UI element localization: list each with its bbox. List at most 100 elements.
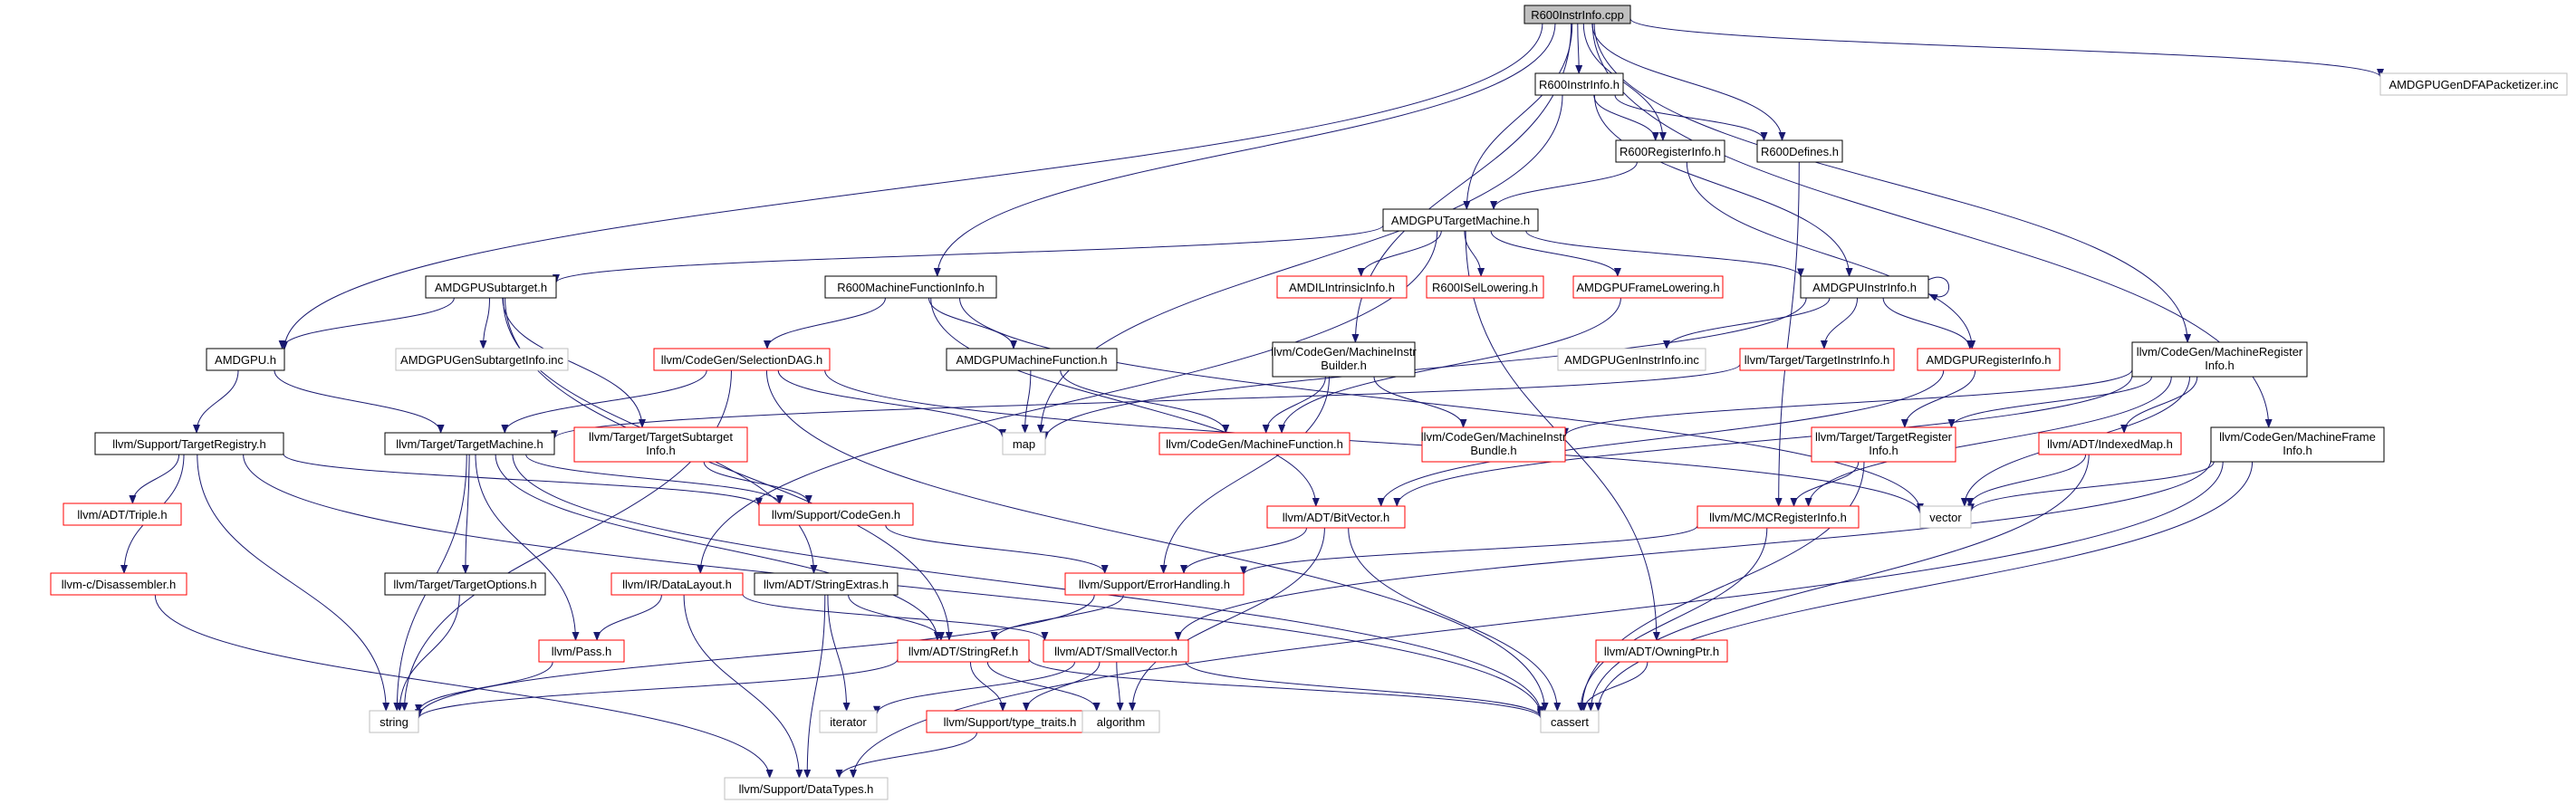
- node-amdgpuregisterinfo-h[interactable]: AMDGPURegisterInfo.h: [1917, 348, 2061, 371]
- node-label: cassert: [1551, 715, 1589, 729]
- node-label: llvm/Support/TargetRegistry.h: [112, 437, 266, 451]
- edge-datalayout_h-to-pass_h: [593, 594, 662, 641]
- edge-targetregistry_h-to-codegen_h: [283, 454, 763, 507]
- edge-amdgpusubtarget_h-to-targetsubtargetinfo_h: [502, 297, 646, 428]
- node-label: R600RegisterInfo.h: [1620, 145, 1721, 158]
- node-box: [1917, 348, 2061, 371]
- node-r600registerinfo-h[interactable]: R600RegisterInfo.h: [1615, 139, 1725, 163]
- node-targetregistry-h[interactable]: llvm/Support/TargetRegistry.h: [94, 432, 284, 455]
- node-box: [1382, 208, 1539, 232]
- node-amdgputargetmachine-h[interactable]: AMDGPUTargetMachine.h: [1382, 208, 1539, 232]
- node-label: llvm/IR/DataLayout.h: [622, 578, 732, 591]
- edge-targetmachine_h-to-pass_h: [475, 454, 580, 641]
- node-label: llvm/Support/type_traits.h: [944, 715, 1077, 729]
- edge-root-to-amdgpugendfa: [1629, 18, 2384, 78]
- edge-errorhandling_h-to-stringref_h: [990, 594, 1124, 641]
- node-amdgpugeninstrinfo[interactable]: AMDGPUGenInstrInfo.inc: [1557, 348, 1706, 371]
- node-box: [384, 572, 546, 596]
- edge-amdgpusubtarget_h-to-amdgpu_h: [278, 297, 455, 349]
- node-disassembler-h[interactable]: llvm-c/Disassembler.h: [50, 572, 187, 596]
- node-cassert[interactable]: cassert: [1540, 710, 1600, 733]
- node-bitvector-h[interactable]: llvm/ADT/BitVector.h: [1266, 505, 1406, 529]
- node-type-traits-h[interactable]: llvm/Support/type_traits.h: [926, 710, 1094, 733]
- node-smallvector-h[interactable]: llvm/ADT/SmallVector.h: [1043, 639, 1189, 663]
- node-amdilintrinsicinfo-h[interactable]: AMDILIntrinsicInfo.h: [1276, 275, 1408, 299]
- node-label: AMDGPUGenDFAPacketizer.inc: [2389, 78, 2559, 91]
- node-amdgpugensubtargetinfo[interactable]: AMDGPUGenSubtargetInfo.inc: [395, 348, 569, 371]
- node-r600defines-h[interactable]: R600Defines.h: [1756, 139, 1843, 163]
- node-root[interactable]: R600InstrInfo.cpp: [1523, 5, 1631, 24]
- node-box: [758, 502, 914, 526]
- node-r600machinefunctioninfo-h[interactable]: R600MachineFunctionInfo.h: [824, 275, 997, 299]
- node-iterator[interactable]: iterator: [819, 710, 878, 733]
- edge-amdgpuinstrinfo_h-to-map: [1042, 297, 1807, 441]
- node-pass-h[interactable]: llvm/Pass.h: [538, 639, 625, 663]
- node-string[interactable]: string: [369, 710, 419, 733]
- node-label: iterator: [830, 715, 867, 729]
- node-machinefunction-h[interactable]: llvm/CodeGen/MachineFunction.h: [1158, 432, 1350, 455]
- edge-r600defines_h-to-mcregisterinfo_h: [1774, 161, 1800, 507]
- node-label: llvm/MC/MCRegisterInfo.h: [1709, 511, 1847, 524]
- edge-amdgputargetmachine_h-to-r600isellowering_h: [1464, 230, 1485, 277]
- edge-amdgpusubtarget_h-to-amdgpugensubtargetinfo: [479, 297, 490, 349]
- node-datalayout-h[interactable]: llvm/IR/DataLayout.h: [610, 572, 744, 596]
- node-amdgpusubtarget-h[interactable]: AMDGPUSubtarget.h: [425, 275, 557, 299]
- node-label: string: [380, 715, 409, 729]
- node-indexedmap-h[interactable]: llvm/ADT/IndexedMap.h: [2038, 432, 2182, 455]
- edge-targetmachine_h-to-codegen_h: [525, 454, 783, 504]
- node-box: [1615, 139, 1725, 163]
- node-box: [1064, 572, 1245, 596]
- node-algorithm[interactable]: algorithm: [1081, 710, 1160, 733]
- node-stringref-h[interactable]: llvm/ADT/StringRef.h: [897, 639, 1030, 663]
- node-map[interactable]: map: [1002, 432, 1046, 455]
- node-stringextras-h[interactable]: llvm/ADT/StringExtras.h: [754, 572, 899, 596]
- node-mcregisterinfo-h[interactable]: llvm/MC/MCRegisterInfo.h: [1697, 505, 1860, 529]
- node-targetinstrinfo-h[interactable]: llvm/Target/TargetInstrInfo.h: [1739, 348, 1895, 371]
- edge-amdgpumachinefunction_h-to-map: [1021, 369, 1032, 434]
- node-triple-h[interactable]: llvm/ADT/Triple.h: [62, 502, 182, 526]
- node-amdgpuframelowering-h[interactable]: AMDGPUFrameLowering.h: [1572, 275, 1724, 299]
- node-box: [62, 502, 182, 526]
- node-vector[interactable]: vector: [1919, 505, 1972, 529]
- node-label: llvm/Support/CodeGen.h: [772, 508, 900, 522]
- node-targetoptions-h[interactable]: llvm/Target/TargetOptions.h: [384, 572, 546, 596]
- edge-r600registerinfo_h-to-amdgpuregisterinfo_h: [1686, 161, 1976, 349]
- node-owningptr-h[interactable]: llvm/ADT/OwningPtr.h: [1595, 639, 1728, 663]
- node-r600isellowering-h[interactable]: R600ISelLowering.h: [1426, 275, 1544, 299]
- node-box: [1002, 432, 1046, 455]
- node-box: [2210, 426, 2385, 463]
- edge-errorhandling_h-to-string: [415, 594, 1095, 719]
- edge-root-to-machineregisterinfo_h: [1593, 23, 2192, 343]
- node-datatypes-h[interactable]: llvm/Support/DataTypes.h: [724, 777, 889, 800]
- node-selectiondag-h[interactable]: llvm/CodeGen/SelectionDAG.h: [653, 348, 831, 371]
- node-amdgpu-h[interactable]: AMDGPU.h: [206, 348, 285, 371]
- node-amdgpumachinefunction-h[interactable]: AMDGPUMachineFunction.h: [946, 348, 1118, 371]
- node-r600instrinfo-h[interactable]: R600InstrInfo.h: [1534, 72, 1624, 96]
- node-codegen-h[interactable]: llvm/Support/CodeGen.h: [758, 502, 914, 526]
- node-targetmachine-h[interactable]: llvm/Target/TargetMachine.h: [384, 432, 555, 455]
- edge-stringref_h-to-algorithm: [986, 661, 1101, 712]
- node-box: [2131, 341, 2308, 378]
- node-amdgpugendfa[interactable]: AMDGPUGenDFAPacketizer.inc: [2379, 72, 2568, 96]
- node-amdgpuinstrinfo-h[interactable]: AMDGPUInstrInfo.h: [1800, 275, 1929, 299]
- node-errorhandling-h[interactable]: llvm/Support/ErrorHandling.h: [1064, 572, 1245, 596]
- edge-smallvector_h-to-iterator: [873, 661, 1075, 715]
- node-box: [1158, 432, 1350, 455]
- edge-owningptr_h-to-cassert: [1580, 661, 1648, 712]
- node-label: llvm/CodeGen/SelectionDAG.h: [661, 353, 822, 367]
- edge-r600instrinfo_h-to-amdgpuinstrinfo_h: [1593, 94, 1853, 277]
- node-box: [2379, 72, 2568, 96]
- node-box: [824, 275, 997, 299]
- node-label: llvm/ADT/SmallVector.h: [1054, 645, 1177, 658]
- edge-root-to-amdgpu_h: [281, 23, 1543, 350]
- edge-amdgpuinstrinfo_h-to-amdgpugeninstrinfo: [1663, 297, 1831, 349]
